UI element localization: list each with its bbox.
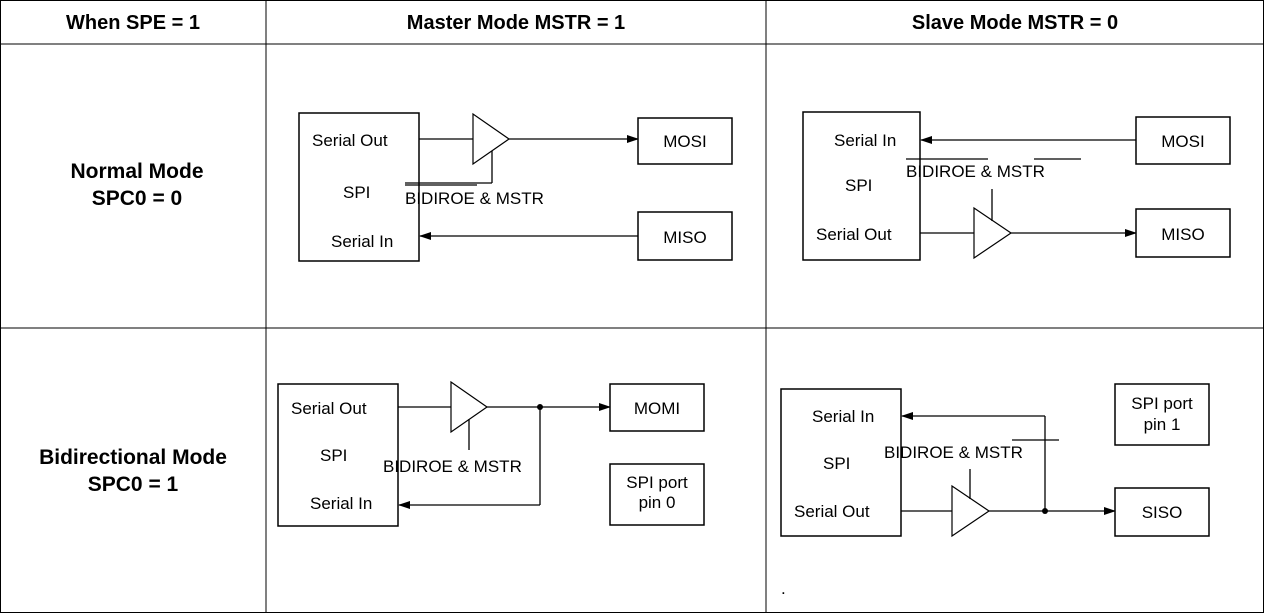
spi-port-label: SPI port xyxy=(1131,394,1193,413)
spi-label: SPI xyxy=(823,454,850,473)
serial-out-label: Serial Out xyxy=(794,502,870,521)
normal-master-diagram: Serial Out SPI Serial In BIDIROE & MSTR … xyxy=(298,112,733,262)
output-buffer xyxy=(472,112,511,166)
mosi-pin-box xyxy=(637,117,733,165)
pin0-label: pin 0 xyxy=(639,493,676,512)
mosi-pin-label: MOSI xyxy=(663,132,706,151)
spi-label: SPI xyxy=(320,446,347,465)
serial-in-label: Serial In xyxy=(331,232,393,251)
miso-pin-label: MISO xyxy=(1161,225,1204,244)
stray-dot: . xyxy=(781,579,786,598)
spi-block xyxy=(802,111,921,261)
header-master-mode: Master Mode MSTR = 1 xyxy=(407,12,625,34)
row-label-bidirectional-spc0: SPC0 = 1 xyxy=(88,473,179,496)
spi-port-pin1-box xyxy=(1114,383,1210,446)
siso-pin-label: SISO xyxy=(1142,503,1183,522)
spi-block xyxy=(277,383,399,527)
bidirectional-slave-diagram: Serial In SPI Serial Out BIDIROE & MSTR … xyxy=(780,383,1210,598)
spi-block xyxy=(298,112,420,262)
siso-pin-box xyxy=(1114,487,1210,537)
serial-out-label: Serial Out xyxy=(816,225,892,244)
mosi-pin-label: MOSI xyxy=(1161,132,1204,151)
serial-out-label: Serial Out xyxy=(291,399,367,418)
miso-pin-box xyxy=(1135,208,1231,258)
serial-in-label: Serial In xyxy=(812,407,874,426)
miso-pin-box xyxy=(637,211,733,261)
momi-pin-label: MOMI xyxy=(634,399,680,418)
control-signal-label: BIDIROE & MSTR xyxy=(906,162,1045,181)
momi-pin-box xyxy=(609,383,705,432)
pin1-label: pin 1 xyxy=(1144,415,1181,434)
miso-pin-label: MISO xyxy=(663,228,706,247)
serial-out-label: Serial Out xyxy=(312,131,388,150)
control-signal-label: BIDIROE & MSTR xyxy=(405,189,544,208)
control-signal-label: BIDIROE & MSTR xyxy=(383,457,522,476)
serial-in-label: Serial In xyxy=(834,131,896,150)
spi-port-pin0-box xyxy=(609,463,705,526)
header-when-spe: When SPE = 1 xyxy=(66,12,200,34)
header-slave-mode: Slave Mode MSTR = 0 xyxy=(912,12,1118,34)
serial-in-label: Serial In xyxy=(310,494,372,513)
spi-port-label: SPI port xyxy=(626,473,688,492)
row-label-normal-spc0: SPC0 = 0 xyxy=(92,187,182,210)
junction-dot xyxy=(1042,508,1048,514)
spi-block xyxy=(780,388,902,537)
row-label-normal-mode: Normal Mode xyxy=(70,160,203,183)
spi-label: SPI xyxy=(845,176,872,195)
spi-label: SPI xyxy=(343,183,370,202)
bidirectional-master-diagram: Serial Out SPI Serial In BIDIROE & MSTR … xyxy=(277,380,705,527)
mosi-pin-box xyxy=(1135,116,1231,165)
normal-slave-diagram: Serial In SPI Serial Out BIDIROE & MSTR … xyxy=(802,111,1231,261)
row-label-bidirectional-mode: Bidirectional Mode xyxy=(39,446,227,469)
control-signal-label: BIDIROE & MSTR xyxy=(884,443,1023,462)
